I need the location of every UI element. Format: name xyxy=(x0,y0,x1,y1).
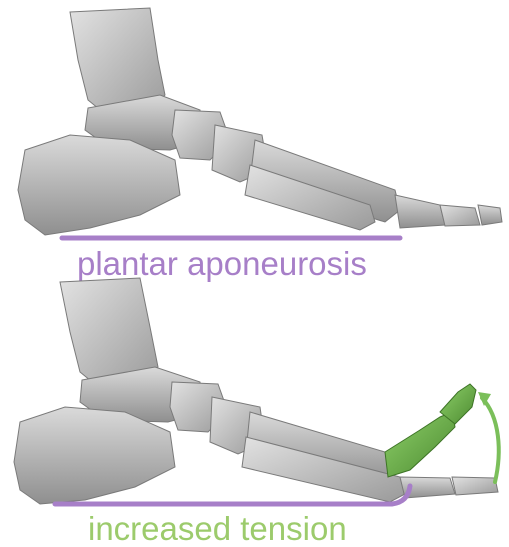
panel-tensioned-foot: increased tension xyxy=(0,272,509,544)
curved-arrow-icon xyxy=(482,398,499,482)
dorsiflexed-great-toe xyxy=(385,412,455,477)
panel-relaxed-foot: plantar aponeurosis xyxy=(0,0,509,272)
phalanx-bone xyxy=(440,205,480,226)
foot-skeleton-relaxed xyxy=(0,0,509,272)
phalanx-bone xyxy=(452,477,498,495)
foot-skeleton-tensioned xyxy=(0,272,509,544)
phalanx-bone xyxy=(395,195,445,228)
increased-tension-caption: increased tension xyxy=(88,512,347,545)
phalanx-bone xyxy=(478,205,502,225)
